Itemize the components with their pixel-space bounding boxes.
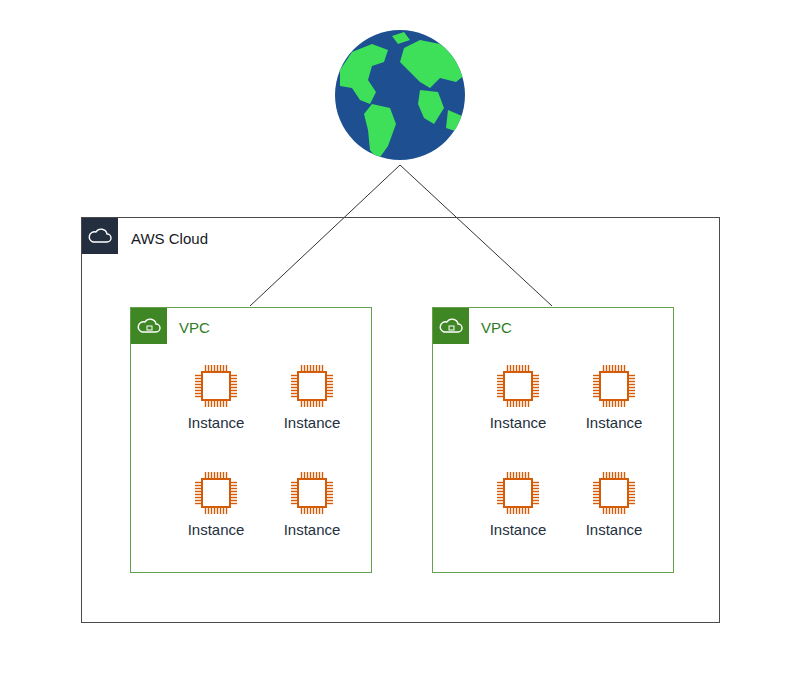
group-badge — [131, 308, 167, 344]
chip-icon — [192, 469, 240, 517]
instance-node: Instance — [263, 469, 361, 538]
chip-icon — [590, 362, 638, 410]
instance-node: Instance — [565, 469, 663, 538]
instance-label: Instance — [469, 414, 567, 431]
instance-node: Instance — [469, 469, 567, 538]
instance-label: Instance — [167, 414, 265, 431]
chip-icon — [494, 362, 542, 410]
instance-label: Instance — [469, 521, 567, 538]
instance-node: Instance — [565, 362, 663, 431]
globe-icon — [335, 30, 466, 160]
chip-icon — [288, 362, 336, 410]
instance-node: Instance — [469, 362, 567, 431]
chip-icon — [288, 469, 336, 517]
vpc-group: VPCInstanceInstanceInstanceInstance — [432, 307, 674, 573]
chip-icon — [192, 362, 240, 410]
group-label: VPC — [179, 319, 210, 336]
group-label: VPC — [481, 319, 512, 336]
instance-node: Instance — [263, 362, 361, 431]
chip-icon — [590, 469, 638, 517]
chip-icon — [494, 469, 542, 517]
cloud-group: AWS CloudVPCInstanceInstanceInstanceInst… — [81, 217, 720, 623]
group-badge — [82, 218, 118, 254]
internet-link — [250, 165, 400, 306]
instance-label: Instance — [263, 414, 361, 431]
instance-label: Instance — [565, 414, 663, 431]
instance-label: Instance — [263, 521, 361, 538]
group-badge — [433, 308, 469, 344]
instance-label: Instance — [167, 521, 265, 538]
internet-link — [400, 165, 552, 306]
instance-node: Instance — [167, 362, 265, 431]
vpc-group: VPCInstanceInstanceInstanceInstance — [130, 307, 372, 573]
instance-label: Instance — [565, 521, 663, 538]
group-label: AWS Cloud — [131, 230, 208, 247]
instance-node: Instance — [167, 469, 265, 538]
